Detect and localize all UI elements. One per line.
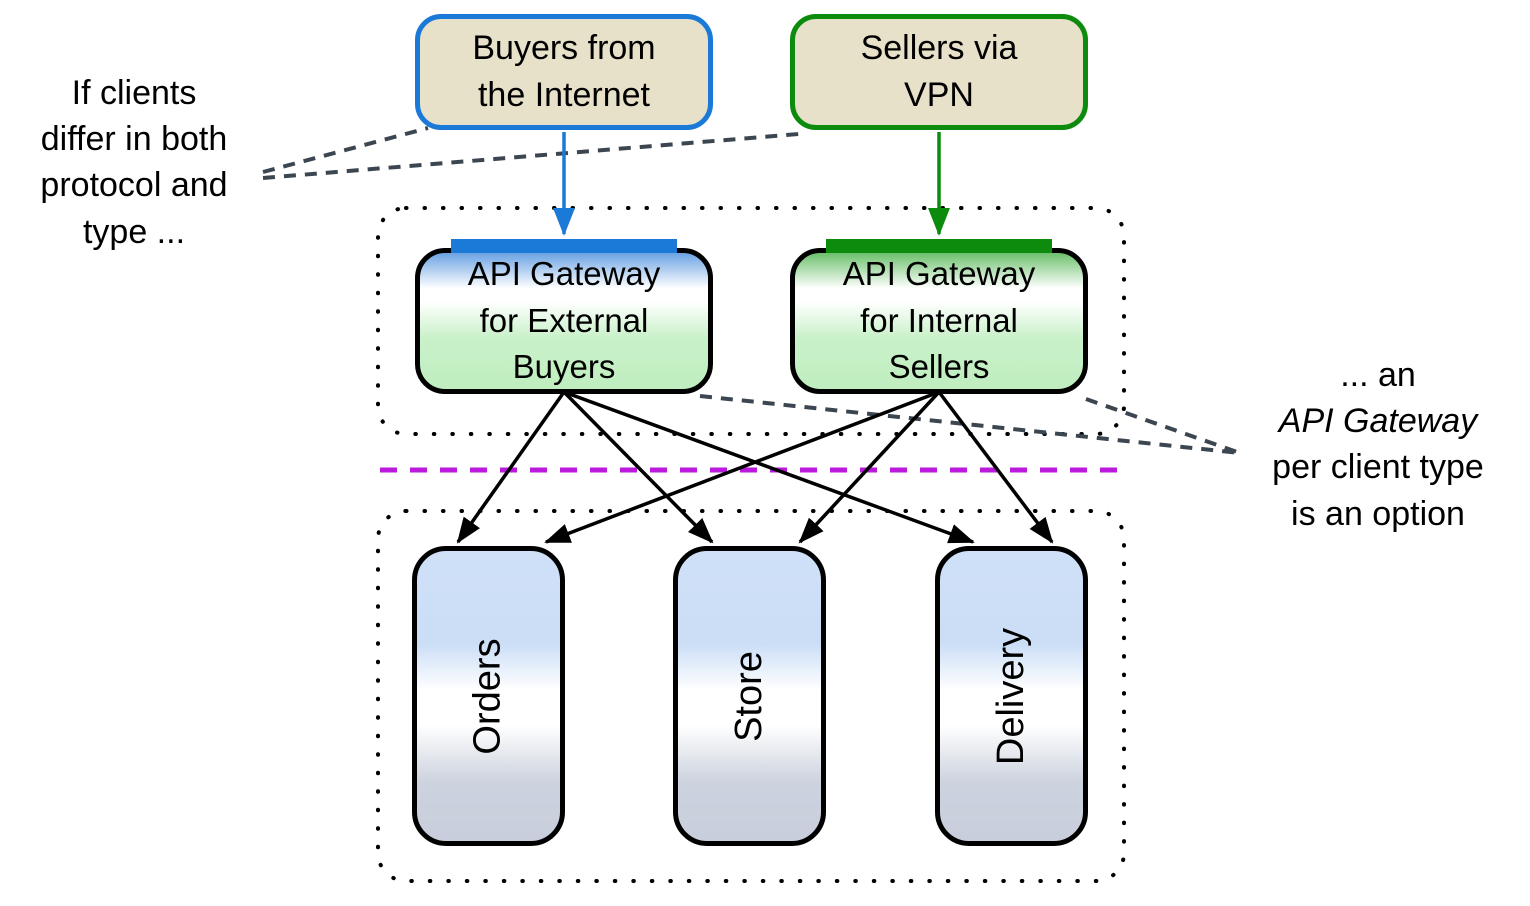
buyers-client-node: Buyers from the Internet bbox=[415, 14, 713, 130]
orders-service-node: Orders bbox=[412, 546, 565, 846]
internal-gateway-to-delivery-arrow bbox=[937, 390, 1054, 544]
delivery-service-label: Delivery bbox=[990, 627, 1032, 765]
external-gateway-to-store-arrow bbox=[562, 390, 714, 544]
external-gateway-to-orders-arrow bbox=[456, 390, 566, 544]
right-annotation-line1: ... an bbox=[1340, 356, 1416, 394]
store-service-label: Store bbox=[727, 650, 770, 742]
external-gateway-top-bar bbox=[451, 239, 677, 253]
delivery-service-node: Delivery bbox=[935, 546, 1088, 846]
left-callout-line-to-buyers bbox=[262, 126, 429, 174]
right-annotation-line3: per client type bbox=[1272, 448, 1484, 487]
right-annotation-line2: API Gateway bbox=[1278, 402, 1478, 441]
internal-sellers-gateway-node: API Gateway for Internal Sellers bbox=[790, 248, 1088, 394]
store-service-node: Store bbox=[673, 546, 826, 846]
internal-gateway-top-bar bbox=[826, 239, 1052, 253]
right-annotation-text: ... an API Gateway per client type is an… bbox=[1226, 352, 1530, 537]
internal-gateway-to-store-arrow bbox=[798, 390, 941, 544]
right-annotation-line4: is an option bbox=[1291, 494, 1465, 533]
left-callout-line-to-sellers bbox=[262, 132, 800, 180]
external-gateway-to-delivery-arrow bbox=[563, 390, 975, 544]
left-annotation-text: If clients differ in both protocol and t… bbox=[40, 74, 228, 251]
right-callout-line-from-internal-gateway bbox=[1085, 397, 1241, 455]
sellers-client-node: Sellers via VPN bbox=[790, 14, 1088, 130]
orders-service-label: Orders bbox=[466, 637, 509, 755]
external-buyers-gateway-node: API Gateway for External Buyers bbox=[415, 248, 713, 394]
internal-gateway-to-orders-arrow bbox=[544, 390, 940, 544]
right-callout-line-from-external-gateway bbox=[699, 394, 1241, 455]
